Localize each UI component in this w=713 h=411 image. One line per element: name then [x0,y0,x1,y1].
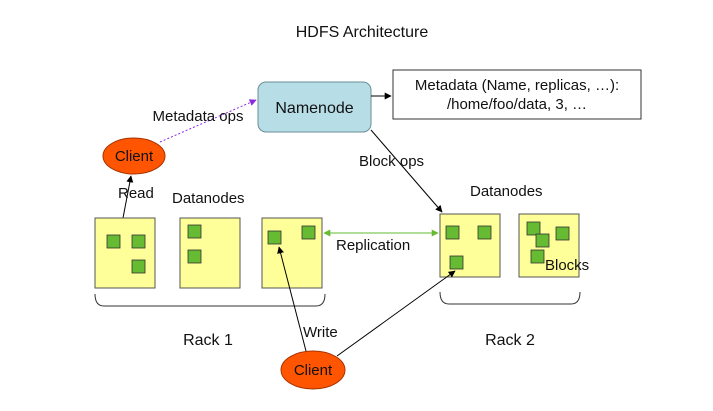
data-block [449,255,464,270]
namenode-label: Namenode [275,100,353,117]
metadata-line-1: Metadata (Name, replicas, …): [415,77,619,94]
read-arrow [122,175,134,219]
client-bottom: Client [280,350,346,390]
data-block [187,249,202,264]
rack1-datanode-3 [261,217,323,289]
data-block [445,225,460,240]
data-block [477,225,492,240]
namenode-box [257,81,372,133]
datanodes-right-label: Datanodes [470,183,543,200]
client-top: Client [102,137,166,175]
rack1-brace [94,293,326,307]
rack2-brace [439,291,581,305]
data-block [526,221,541,236]
read-label: Read [118,185,154,202]
blocks-label: Blocks [545,257,589,274]
write-arrow-rack1 [277,246,307,352]
namenode: Namenode [257,81,372,133]
rack1-label: Rack 1 [183,332,233,349]
metadata-ops-arrow [159,99,257,143]
rack2-datanode-2 [518,213,580,278]
data-block [535,233,550,248]
write-label: Write [303,324,338,341]
data-block [267,230,282,245]
rack2-label: Rack 2 [485,332,535,349]
data-block [301,225,316,240]
data-block [555,226,570,241]
datanodes-left-label: Datanodes [172,190,245,207]
metadata-ops-label: Metadata ops [153,108,244,125]
client-bottom-ellipse [280,350,346,390]
rack1-datanode-1 [94,217,156,289]
datanode-box [94,217,156,289]
block-ops-arrow [370,129,443,213]
write-arrow-rack2 [336,270,456,357]
block-ops-label: Block ops [359,153,424,170]
data-block [131,234,146,249]
client-top-ellipse [102,137,166,175]
data-block [106,234,121,249]
datanode-box [439,213,501,278]
metadata-rect [392,69,642,120]
data-block [530,249,545,264]
client-bottom-label: Client [294,362,333,379]
metadata-line-2: /home/foo/data, 3, … [447,96,587,113]
rack1-datanode-2 [179,217,241,289]
rack2-datanode-1 [439,213,501,278]
metadata-box: Metadata (Name, replicas, …): /home/foo/… [392,69,642,120]
data-block [187,224,202,239]
client-top-label: Client [115,148,154,165]
data-block [131,259,146,274]
diagram-title: HDFS Architecture [296,24,429,41]
replication-label: Replication [336,237,410,254]
